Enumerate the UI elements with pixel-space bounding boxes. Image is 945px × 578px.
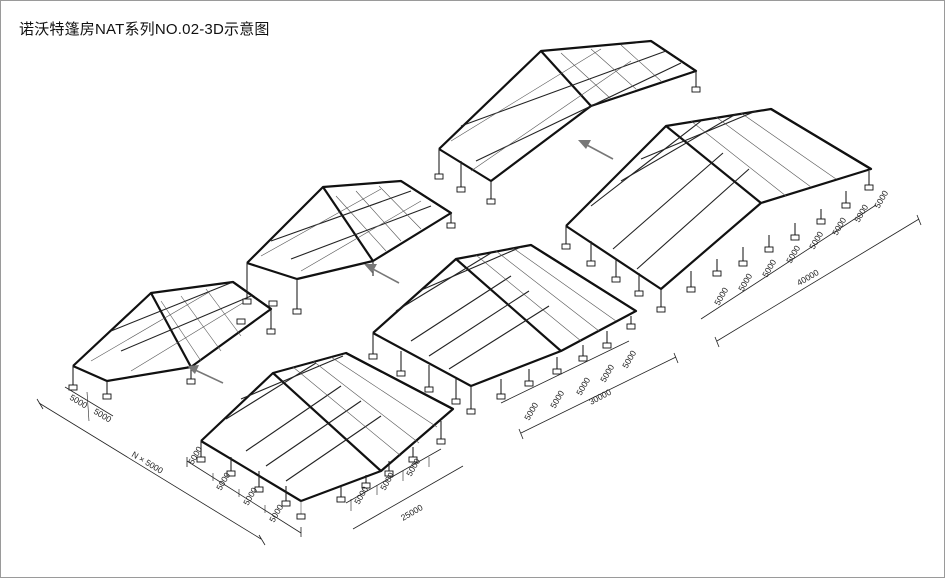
small-tent-frame bbox=[68, 280, 276, 400]
arrow-upper-left-icon bbox=[364, 264, 400, 284]
tent-40m-bay-dim-2: 5000 bbox=[736, 271, 754, 293]
tent-25m-bay-dim-1: 5000 bbox=[186, 444, 204, 466]
tent-40m-bay-dim-4: 5000 bbox=[784, 243, 802, 265]
tent-30m-bay-dim-4: 5000 bbox=[598, 362, 616, 384]
arrow-upper-left-icon bbox=[578, 140, 614, 160]
tent-30m-span-dim: 30000 bbox=[587, 387, 613, 407]
tent-30m-bay-dim-3: 5000 bbox=[574, 375, 592, 397]
small-tent-length-dim: N × 5000 bbox=[130, 449, 165, 476]
tent-40m-bay-dim-7: 5000 bbox=[852, 202, 870, 224]
top-tent-frame bbox=[434, 39, 701, 205]
tent-40m-bay-dim-8: 5000 bbox=[872, 188, 890, 210]
dimension-tent-40m: 5000 5000 5000 5000 5000 5000 5000 5000 … bbox=[700, 188, 922, 348]
tent-25m-span-dim: 25000 bbox=[399, 502, 425, 523]
tent-30m-bay-dim-5: 5000 bbox=[620, 348, 638, 370]
tent-25m-front-bay-dim-2: 5000 bbox=[378, 470, 396, 492]
page-title: 诺沃特篷房NAT系列NO.02-3D示意图 bbox=[19, 21, 270, 38]
tent-40m-bay-dim-3: 5000 bbox=[760, 257, 778, 279]
tent-30m-frame bbox=[368, 243, 638, 415]
arrow-upper-left-icon bbox=[187, 365, 224, 384]
mid-tent-frame bbox=[242, 179, 456, 315]
dimension-tent-30m: 5000 5000 5000 5000 5000 30000 bbox=[500, 340, 679, 440]
small-tent-bay-dim-2: 5000 bbox=[92, 406, 114, 424]
small-tent-bay-dim-1: 5000 bbox=[68, 392, 90, 410]
tent-40m-bay-dim-1: 5000 bbox=[712, 285, 730, 307]
dimension-tent-25m: 5000 5000 5000 5000 5000 5000 5000 25000 bbox=[186, 444, 464, 537]
tent-40m-span-dim: 40000 bbox=[795, 267, 821, 288]
tent-30m-bay-dim-2: 5000 bbox=[548, 388, 566, 410]
tent-40m-bay-dim-6: 5000 bbox=[830, 215, 848, 237]
tent-40m-frame bbox=[561, 107, 874, 313]
tent-25m-front-bay-dim-3: 5000 bbox=[404, 456, 422, 478]
tent-25m-frame bbox=[196, 351, 455, 520]
tent-30m-bay-dim-1: 5000 bbox=[522, 400, 540, 422]
